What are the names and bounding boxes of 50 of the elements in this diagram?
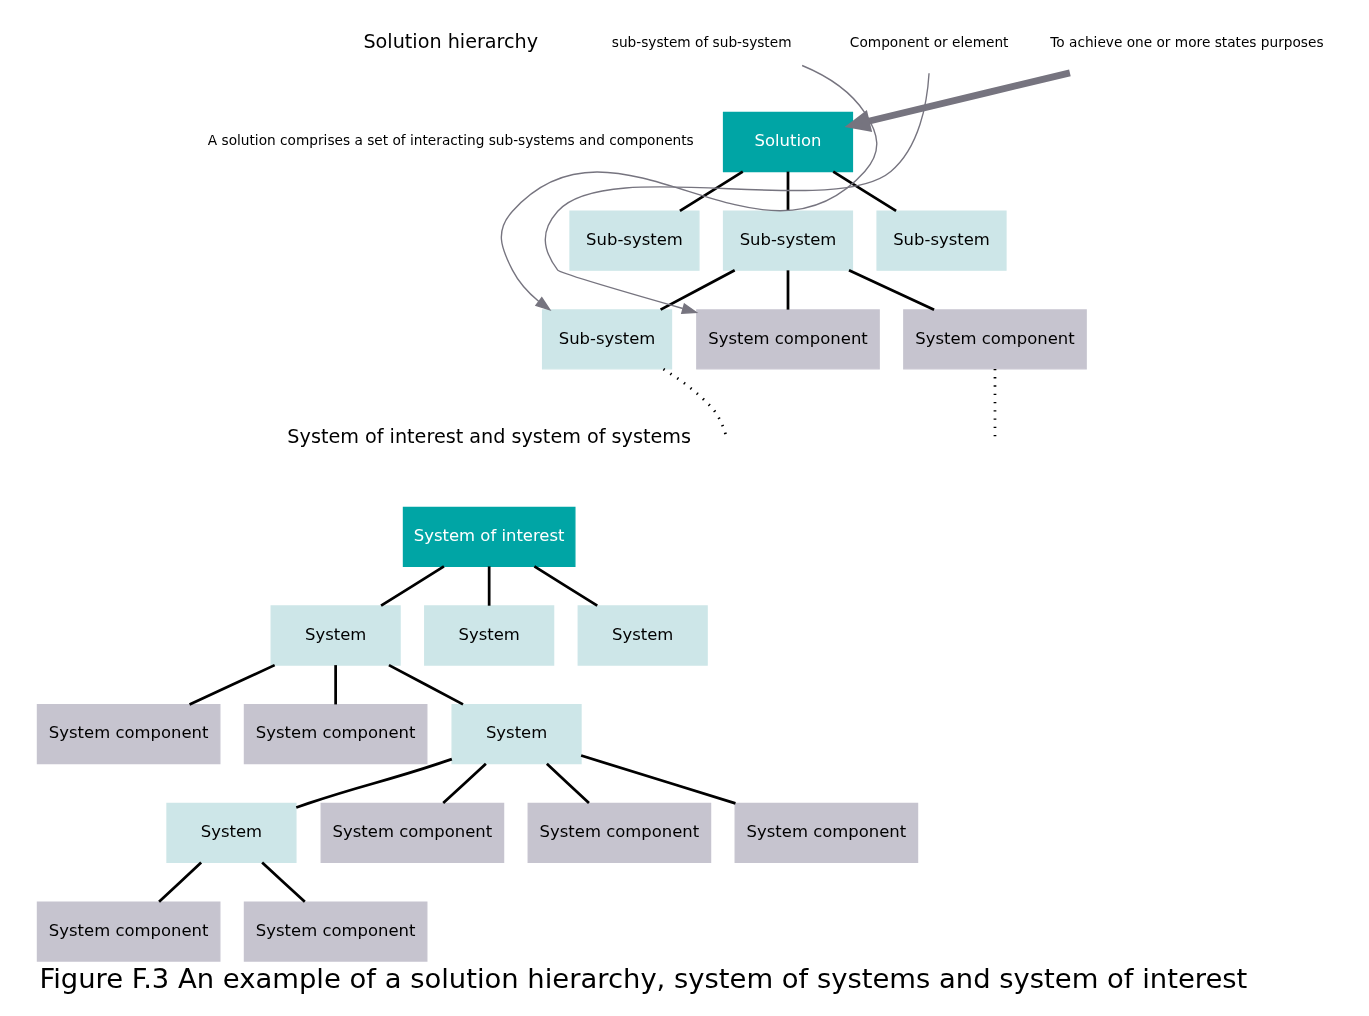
connector bbox=[786, 270, 790, 310]
connector bbox=[334, 665, 337, 705]
node-box: System of interest bbox=[402, 506, 576, 567]
node-box: Sub-system bbox=[569, 210, 700, 271]
node-box: System component bbox=[243, 704, 428, 765]
node-box: System bbox=[577, 605, 708, 666]
connector bbox=[533, 565, 598, 607]
node-box: Sub-system bbox=[722, 210, 854, 271]
connector bbox=[261, 861, 306, 903]
connector bbox=[380, 565, 445, 607]
connector bbox=[580, 754, 736, 805]
node-box: Sub-system bbox=[876, 210, 1007, 271]
connector bbox=[659, 269, 736, 311]
node-box: System bbox=[424, 605, 555, 666]
node-box: System bbox=[270, 605, 401, 666]
connector bbox=[662, 368, 728, 437]
label: System of interest and system of systems bbox=[287, 425, 691, 449]
connector bbox=[188, 663, 276, 706]
node-box: System component bbox=[527, 802, 712, 864]
node-box: System bbox=[166, 802, 297, 864]
arrow bbox=[544, 72, 930, 314]
connector bbox=[786, 171, 790, 211]
node-box: System component bbox=[36, 704, 221, 765]
connector bbox=[545, 762, 590, 805]
node-text: Component or element bbox=[849, 33, 1009, 50]
connector bbox=[679, 170, 744, 213]
connector bbox=[442, 762, 487, 805]
node-box: System component bbox=[903, 309, 1087, 370]
node-box: System component bbox=[36, 901, 221, 962]
arrow bbox=[844, 69, 1071, 132]
node-box: System component bbox=[320, 802, 505, 864]
node-box: System bbox=[451, 704, 582, 765]
node-text: To achieve one or more states purposes bbox=[1050, 33, 1324, 50]
node-box: System component bbox=[734, 802, 919, 864]
connector bbox=[832, 170, 897, 213]
connector bbox=[848, 269, 935, 312]
node-text: sub-system of sub-system bbox=[611, 33, 792, 50]
connector bbox=[487, 566, 491, 606]
node-box: System component bbox=[243, 901, 428, 962]
node-box: Sub-system bbox=[541, 309, 673, 370]
caption: Figure F.3 An example of a solution hierarchy, system of systems and system of interest bbox=[39, 963, 1248, 995]
connector bbox=[295, 757, 453, 809]
connector bbox=[993, 369, 997, 437]
arrow bbox=[500, 64, 878, 312]
connector bbox=[388, 663, 464, 706]
connector bbox=[158, 861, 203, 903]
node-box: System component bbox=[696, 309, 880, 370]
node-box: Solution bbox=[722, 111, 854, 173]
diagram-title: Solution hierarchy bbox=[363, 30, 539, 54]
label: A solution comprises a set of interacting sub-systems and components bbox=[207, 132, 694, 149]
